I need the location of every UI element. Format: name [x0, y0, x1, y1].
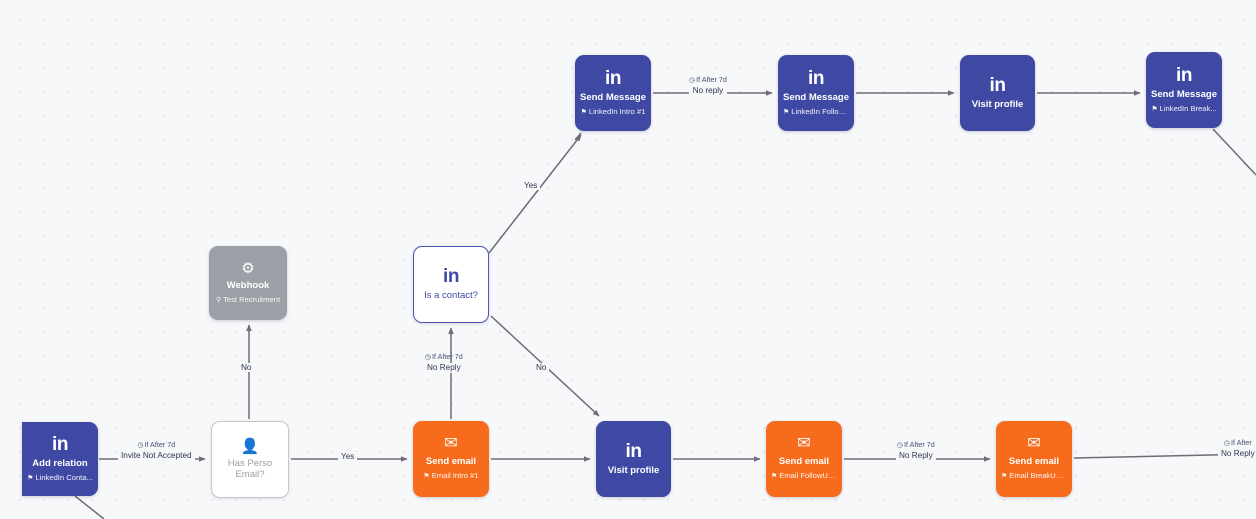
flag-icon: ⚑ — [1151, 105, 1158, 113]
flag-icon: ⚑ — [771, 473, 778, 481]
node-send-msg-intro[interactable]: in Send Message ⚑LinkedIn Intro #1 — [575, 55, 651, 131]
edge-iscontact-sendmsgintro — [488, 134, 582, 254]
linkedin-in-icon: in — [605, 67, 621, 89]
linkedin-in-icon: in — [808, 67, 824, 89]
node-title: Send email — [425, 456, 477, 468]
node-title: Send email — [1008, 456, 1060, 468]
edge-label-webhook-no: No — [238, 363, 255, 373]
node-subtitle: ⚲Test Recruitment — [215, 294, 281, 304]
webhook-icon: ⚙ — [241, 259, 255, 277]
edge-label-email-noreply-2: ◷If After No Reply — [1218, 438, 1256, 459]
node-title: Has Perso Email? — [227, 457, 273, 480]
person-question-icon: 👤 — [240, 437, 260, 455]
node-title: Webhook — [226, 279, 270, 291]
edge-label-contact-no: No — [533, 363, 550, 373]
node-title: Is a contact? — [424, 290, 478, 302]
node-is-a-contact[interactable]: in Is a contact? — [413, 246, 489, 323]
person-small-icon: ⚲ — [215, 296, 222, 304]
edge-msgbreakup-down — [1212, 128, 1256, 176]
clock-icon: ◷ — [689, 77, 696, 84]
clock-icon: ◷ — [896, 442, 904, 449]
clock-icon: ◷ — [1223, 440, 1230, 447]
flag-icon: ⚑ — [1001, 473, 1008, 481]
node-subtitle: ⚑LinkedIn Conta... — [27, 472, 93, 482]
node-subtitle: ⚑LinkedIn Follow... — [783, 106, 850, 116]
node-title: Send Message — [580, 91, 646, 103]
node-title: Visit profile — [607, 464, 660, 476]
node-send-msg-breakup[interactable]: in Send Message ⚑LinkedIn Break... — [1146, 52, 1222, 128]
node-webhook[interactable]: ⚙ Webhook ⚲Test Recruitment — [209, 246, 287, 320]
node-title: Add relation — [32, 457, 88, 469]
node-subtitle: ⚑LinkedIn Intro #1 — [580, 106, 646, 116]
node-subtitle: ⚑Email Intro #1 — [423, 471, 479, 481]
envelope-icon: ✉ — [797, 435, 811, 453]
node-add-relation[interactable]: in Add relation ⚑LinkedIn Conta... — [22, 422, 98, 496]
node-subtitle: ⚑LinkedIn Break... — [1151, 103, 1217, 113]
node-send-email-intro[interactable]: ✉ Send email ⚑Email Intro #1 — [413, 421, 489, 497]
node-send-email-breakup[interactable]: ✉ Send email ⚑Email BreakUp #1 — [996, 421, 1072, 497]
flag-icon: ⚑ — [27, 474, 34, 482]
edge-msgintro-stub — [574, 132, 582, 141]
linkedin-in-icon: in — [52, 433, 68, 455]
node-visit-profile-mid[interactable]: in Visit profile — [596, 421, 671, 497]
flag-icon: ⚑ — [580, 108, 587, 116]
linkedin-in-icon: in — [625, 440, 642, 462]
flag-icon: ⚑ — [423, 473, 430, 481]
edge-addrelation-down — [74, 495, 105, 519]
edge-label-msg-noreply-top: ◷If After 7d No reply — [689, 75, 727, 96]
linkedin-in-icon: in — [1176, 64, 1192, 86]
node-title: Send Message — [1151, 88, 1217, 100]
node-subtitle: ⚑Email FollowUp ... — [771, 471, 840, 481]
edge-label-email-yes: Yes — [338, 452, 358, 462]
envelope-icon: ✉ — [1027, 435, 1041, 453]
node-has-perso-email[interactable]: 👤 Has Perso Email? — [211, 421, 289, 498]
edge-label-contact-yes: Yes — [521, 181, 541, 191]
edge-label-contact-noreply: ◷If After 7d No Reply — [424, 352, 464, 373]
node-send-msg-followup[interactable]: in Send Message ⚑LinkedIn Follow... — [778, 55, 854, 131]
node-title: Send email — [778, 456, 830, 468]
edge-label-email-noreply-1: ◷If After 7d No Reply — [896, 440, 936, 461]
clock-icon: ◷ — [424, 354, 432, 361]
node-title: Visit profile — [971, 98, 1024, 110]
envelope-icon: ✉ — [444, 435, 458, 453]
linkedin-in-icon: in — [989, 74, 1006, 96]
node-title: Send Message — [783, 91, 849, 103]
edge-label-invite-not-accepted: ◷If After 7d Invite Not Accepted — [118, 440, 195, 461]
linkedin-in-icon: in — [443, 266, 459, 288]
node-send-email-followup[interactable]: ✉ Send email ⚑Email FollowUp ... — [766, 421, 842, 497]
node-subtitle: ⚑Email BreakUp #1 — [1001, 471, 1070, 481]
clock-icon: ◷ — [137, 442, 144, 449]
flag-icon: ⚑ — [783, 108, 790, 116]
node-visit-profile-top[interactable]: in Visit profile — [960, 55, 1035, 131]
